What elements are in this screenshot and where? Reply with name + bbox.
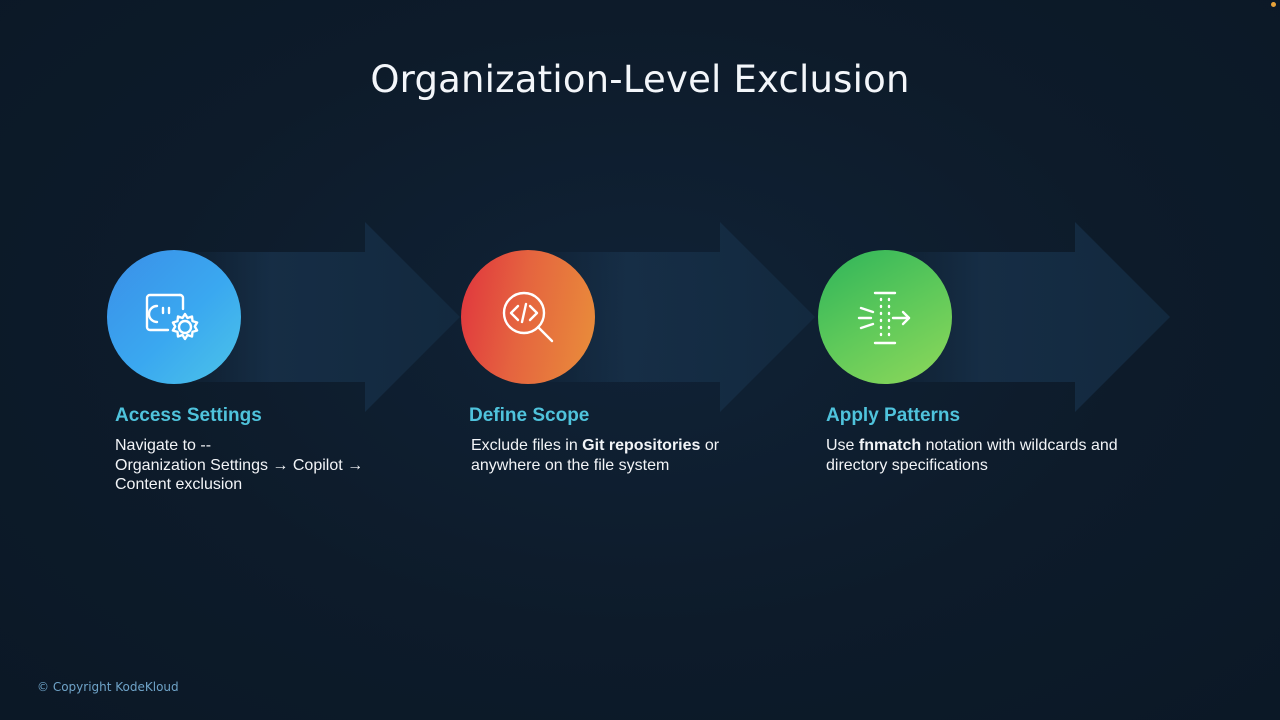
corner-indicator-dot	[1271, 2, 1276, 7]
copyright-footer: © Copyright KodeKloud	[37, 680, 179, 694]
flow-arrow-3	[880, 222, 1170, 412]
step-icon-circle	[461, 250, 595, 384]
step-icon-circle	[107, 250, 241, 384]
step-description: Exclude files in Git repositories or any…	[471, 436, 831, 475]
step-desc-line: directory specifications	[826, 456, 988, 474]
step-desc-emphasis: fnmatch	[858, 437, 922, 454]
code-search-icon	[502, 291, 554, 343]
step-desc-line: Organization Settings → Copilot →	[115, 456, 364, 474]
step-desc-text: notation with wildcards and	[921, 437, 1118, 454]
step-desc-text: Use	[826, 437, 859, 454]
step-description: Use fnmatch notation with wildcards and …	[826, 436, 1186, 475]
step-desc-text: Exclude files in	[471, 437, 583, 454]
flow-arrow-2	[525, 222, 815, 412]
step-desc-line: anywhere on the file system	[471, 456, 670, 474]
step-desc-text: or	[700, 437, 720, 454]
flow-arrow-1	[170, 222, 460, 412]
slide-title: Organization-Level Exclusion	[370, 58, 910, 101]
step-desc-line: Navigate to --	[115, 437, 212, 454]
step-desc-line: Use fnmatch notation with wildcards and	[826, 436, 1186, 456]
step-description: Navigate to -- Organization Settings → C…	[115, 436, 475, 495]
step-desc-line: Exclude files in Git repositories or	[471, 436, 831, 456]
step-desc-emphasis: Git repositories	[582, 437, 701, 454]
step-title: Access Settings	[115, 405, 262, 426]
step-title: Define Scope	[469, 405, 590, 426]
step-desc-line: Content exclusion	[115, 476, 243, 493]
settings-gear-icon	[145, 293, 199, 341]
step-title: Apply Patterns	[826, 405, 961, 426]
step-icon-circle	[818, 250, 952, 384]
filter-pattern-icon	[857, 291, 911, 345]
